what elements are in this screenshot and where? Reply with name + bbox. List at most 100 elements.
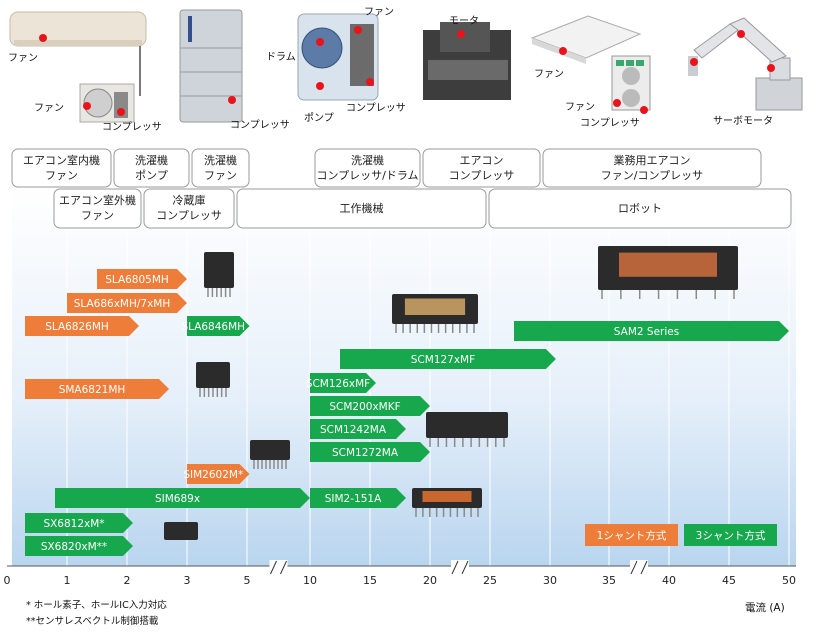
x-tick-label: 15	[363, 574, 377, 587]
application-label: エアコン室内機	[23, 153, 100, 167]
bar-sam2-series: SAM2 Series	[514, 321, 789, 341]
bar-label: SX6820xM**	[41, 541, 107, 553]
bar-shape	[25, 316, 139, 336]
sim-package-image	[250, 440, 290, 469]
application-8: 工作機械	[236, 188, 487, 229]
application-label: 洗濯機	[204, 153, 237, 167]
sam2-package-image	[598, 246, 738, 299]
x-tick-label: 35	[602, 574, 616, 587]
application-label: 冷蔵庫	[173, 193, 206, 207]
x-tick-label: 5	[244, 574, 251, 587]
bar-shape	[25, 513, 133, 533]
legend-label: 1シャント方式	[597, 529, 667, 542]
legend-item-0: 1シャント方式	[585, 524, 678, 546]
product-images	[164, 246, 738, 540]
application-label: 業務用エアコン	[614, 153, 691, 167]
bar-shape	[310, 488, 406, 508]
bar-sla6826mh: SLA6826MH	[25, 316, 139, 336]
bar-scm1272ma: SCM1272MA	[310, 442, 430, 462]
aircon-indoor-illustration	[9, 11, 147, 96]
bar-shape	[25, 379, 169, 399]
bar-label: SIM2602M*	[183, 469, 243, 481]
application-label: ロボット	[618, 202, 662, 215]
bar-shape	[187, 464, 250, 484]
x-tick-label: 30	[543, 574, 557, 587]
application-label: ファン	[204, 169, 237, 182]
bar-shape	[310, 419, 406, 439]
bar-label: SCM126xMF	[306, 378, 370, 390]
illustrations: ファン ファン コンプレッサ コンプレッサ ファン ドラム ポンプ コンプレッサ…	[8, 7, 803, 133]
callout-servo: サーボモータ	[713, 115, 773, 127]
x-tick-label: 50	[782, 574, 796, 587]
bar-shape	[25, 536, 133, 556]
application-label: ポンプ	[135, 169, 168, 182]
application-label: ファン/コンプレッサ	[601, 169, 703, 182]
scm-ma-package-image	[426, 412, 508, 447]
x-axis-label: 電流 (A)	[745, 602, 785, 614]
bar-label: SCM127xMF	[411, 354, 475, 366]
bar-sla6846mh: SLA6846MH	[181, 316, 250, 336]
bar-series: SLA6805MH SLA686xMH/7xMH SLA6826MH SLA6846M…	[25, 269, 789, 556]
aircon-outdoor-illustration	[79, 83, 135, 123]
callout-outdoor-fan: ファン	[34, 103, 64, 114]
x-tick-label: 10	[303, 574, 317, 587]
sma-package-image	[196, 362, 230, 397]
x-tick-label: 25	[483, 574, 497, 587]
callout-fridge-comp: コンプレッサ	[230, 119, 290, 131]
bar-label: SLA6846MH	[181, 321, 245, 333]
bar-label: SCM1272MA	[332, 447, 399, 459]
callout-cassette-fan: ファン	[534, 69, 564, 80]
application-label: 洗濯機	[135, 153, 168, 167]
scm-mf-package-image	[392, 294, 478, 333]
bar-shape	[187, 316, 250, 336]
washer-illustration	[297, 13, 379, 101]
legend: 1シャント方式 3シャント方式	[585, 524, 777, 546]
x-tick-label: 1	[64, 574, 71, 587]
bar-scm200xmkf: SCM200xMKF	[310, 396, 430, 416]
bar-shape	[67, 293, 187, 313]
callout-washer-drum: ドラム	[266, 51, 296, 63]
bar-sim2-151a: SIM2-151A	[310, 488, 406, 508]
application-label: 工作機械	[340, 201, 384, 215]
application-label: コンプレッサ	[449, 169, 515, 182]
axis-break-2	[630, 560, 648, 575]
callout-washer-comp: コンプレッサ	[346, 102, 406, 114]
cassette-aircon-illustration	[530, 15, 651, 114]
application-boxes: エアコン室内機ファン洗濯機ポンプ洗濯機ファン洗濯機コンプレッサ/ドラムエアコンコ…	[11, 148, 792, 229]
machine-tool-illustration	[423, 22, 511, 100]
legend-label: 3シャント方式	[696, 529, 766, 542]
bar-shape	[55, 488, 310, 508]
application-9: ロボット	[488, 188, 792, 229]
bar-shape	[310, 442, 430, 462]
bar-scm127xmf: SCM127xMF	[340, 349, 556, 369]
bar-label: SLA6826MH	[45, 321, 109, 333]
legend-item-1: 3シャント方式	[684, 524, 777, 546]
bar-sx6812xm: SX6812xM*	[25, 513, 133, 533]
callout-washer-pump: ポンプ	[304, 112, 334, 124]
callout-cassette-fan2: ファン	[565, 102, 595, 113]
bar-label: SIM2-151A	[325, 493, 382, 505]
bar-shape	[310, 373, 376, 393]
application-label: ファン	[81, 209, 114, 222]
bar-label: SLA6805MH	[105, 274, 169, 286]
callout-outdoor-comp: コンプレッサ	[102, 121, 162, 133]
bar-label: SCM200xMKF	[329, 401, 400, 413]
application-label: エアコン	[460, 154, 504, 167]
application-label: コンプレッサ/ドラム	[316, 169, 418, 182]
bar-shape	[340, 349, 556, 369]
bar-sla686xmh-7xmh: SLA686xMH/7xMH	[67, 293, 187, 313]
callout-motor: モータ	[449, 15, 479, 27]
bar-label: SX6812xM*	[43, 518, 104, 530]
application-label: コンプレッサ	[156, 209, 222, 222]
x-tick-label: 45	[722, 574, 736, 587]
axis-break-0	[269, 560, 288, 575]
